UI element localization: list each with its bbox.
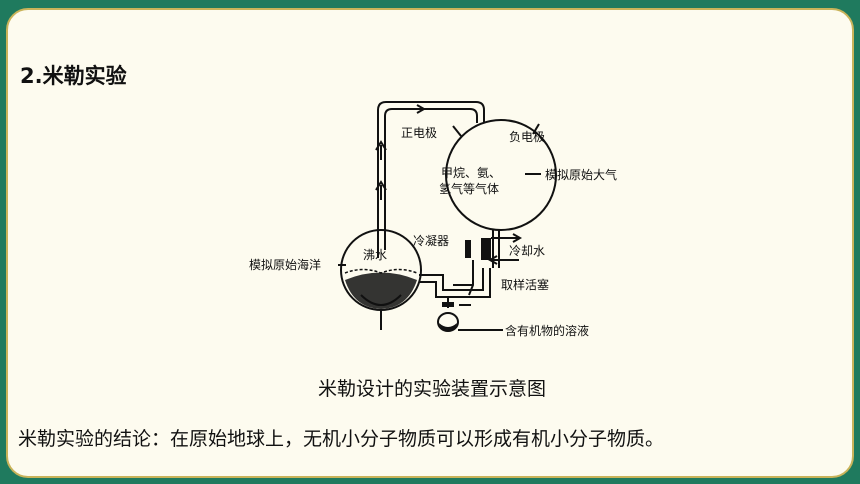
stopcock-knob [442, 302, 454, 307]
label-stopcock: 取样活塞 [501, 278, 550, 292]
conclusion-text: 米勒实验的结论：在原始地球上，无机小分子物质可以形成有机小分子物质。 [18, 428, 665, 450]
section-title: 2.米勒实验 [20, 64, 127, 88]
label-boiling-water: 沸水 [363, 248, 388, 262]
upper-flask [445, 119, 557, 231]
label-condenser: 冷凝器 [413, 234, 450, 248]
label-gases-line1: 甲烷、氨、 [441, 166, 502, 180]
slide-card: 2.米勒实验 [6, 8, 854, 478]
label-cooling-water: 冷却水 [509, 244, 546, 258]
inner-tube [384, 108, 478, 250]
outer-tube [377, 101, 485, 258]
label-atmosphere: 模拟原始大气 [545, 168, 618, 182]
label-gases-line2: 氢气等气体 [439, 182, 500, 196]
label-ocean: 模拟原始海洋 [249, 258, 322, 272]
label-positive-electrode: 正电极 [401, 126, 438, 140]
diagram-caption: 米勒设计的实验装置示意图 [317, 378, 546, 400]
label-organic-solution: 含有机物的溶液 [505, 324, 590, 338]
label-negative-electrode: 负电极 [509, 130, 546, 144]
condenser-jacket [481, 238, 491, 260]
miller-apparatus-diagram: 正电极 负电极 甲烷、氨、 氢气等气体 模拟原始大气 冷凝器 冷却水 沸水 模拟… [233, 90, 633, 350]
apparatus-drawing [338, 101, 557, 332]
